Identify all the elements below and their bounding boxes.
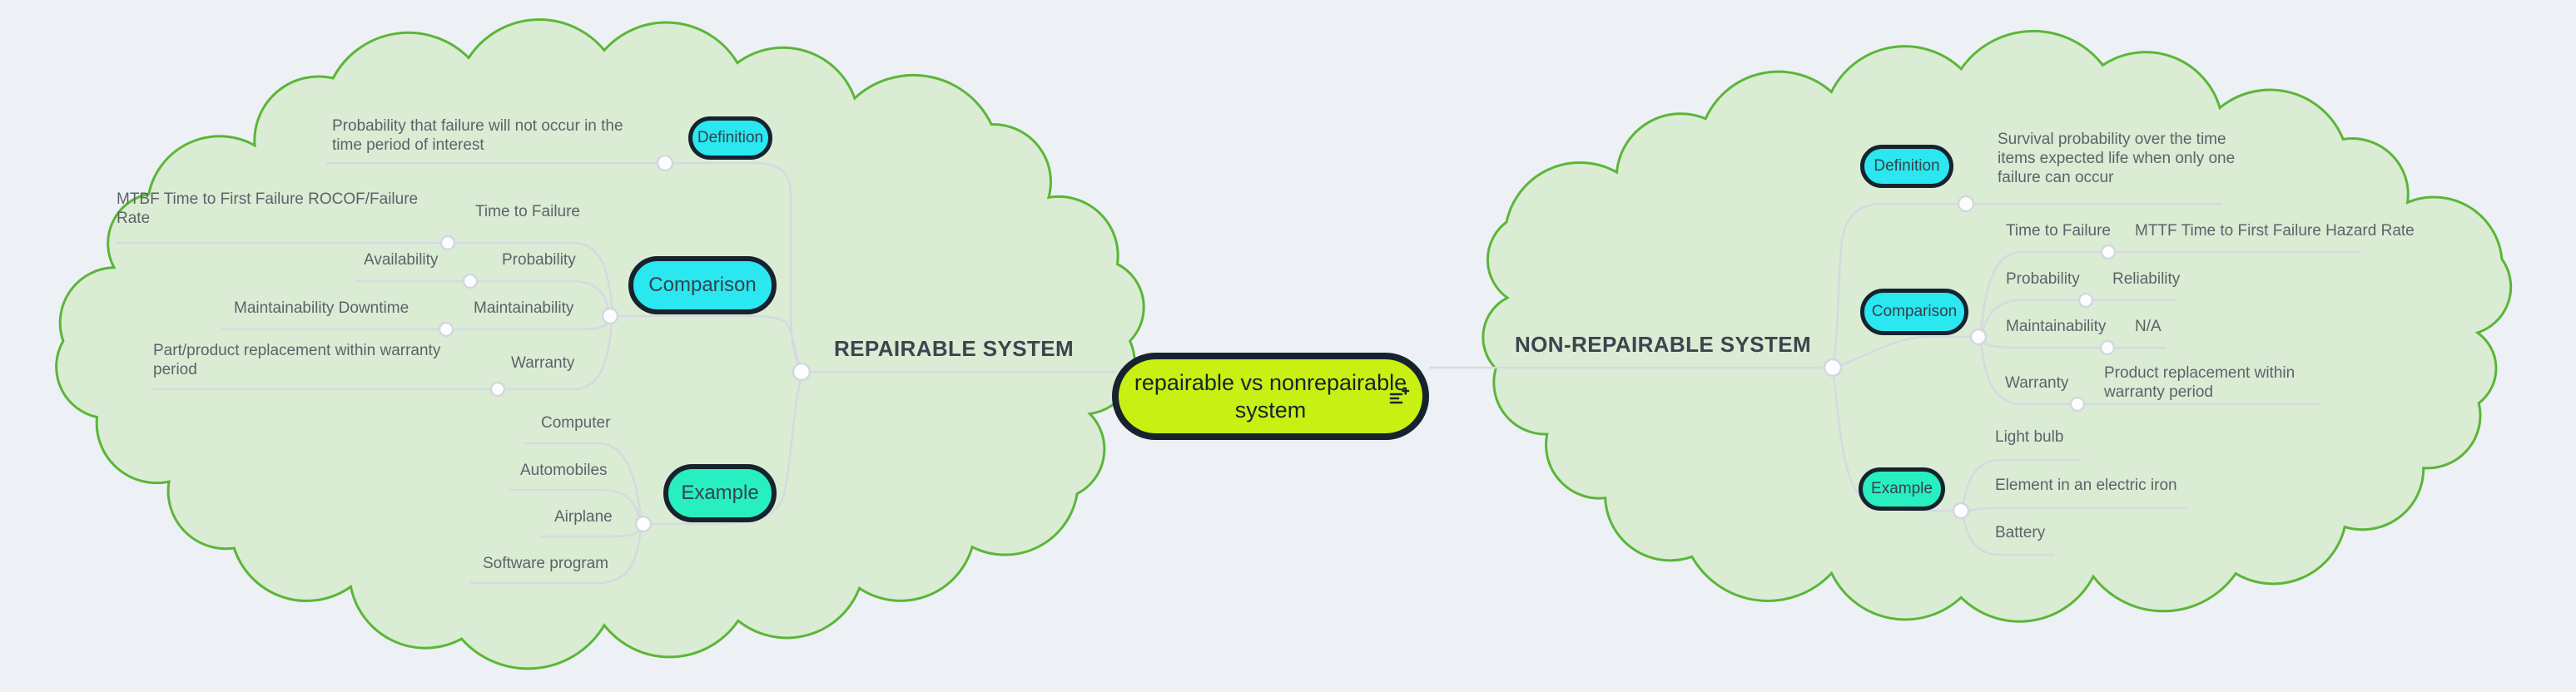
example-item[interactable]: Light bulb [1995,428,2064,446]
right-definition-text[interactable]: Survival probability over the time items… [1998,131,2240,186]
comparison-row-value[interactable]: N/A [2135,318,2162,335]
left-example-pill[interactable]: Example [663,464,777,522]
right-definition-pill[interactable]: Definition [1860,145,1953,188]
comparison-row-attr[interactable]: Time to Failure [2006,222,2111,240]
comparison-row-attr[interactable]: Maintainability [2006,318,2107,335]
example-item[interactable]: Automobiles [520,462,608,479]
comparison-row-attr[interactable]: Warranty [511,354,575,372]
comparison-row-attr[interactable]: Maintainability [474,299,574,317]
junction-dots [438,154,2117,533]
left-definition-text[interactable]: Probability that failure will not occur … [332,117,628,154]
left-definition-pill[interactable]: Definition [688,116,772,160]
example-item[interactable]: Battery [1995,524,2046,541]
central-topic-label: repairable vs nonrepairable system [1134,369,1407,423]
comparison-row-value[interactable]: MTTF Time to First Failure Hazard Rate [2135,222,2415,240]
right-example-pill-label: Example [1871,480,1933,497]
comparison-row-value[interactable]: Part/product replacement within warranty… [153,342,445,378]
comparison-row-attr[interactable]: Probability [2006,270,2080,288]
example-item[interactable]: Element in an electric iron [1995,477,2177,494]
comparison-row-value[interactable]: MTBF Time to First Failure ROCOF/Failure… [117,190,423,227]
left-comparison-pill[interactable]: Comparison [628,256,777,314]
comparison-row-value[interactable]: Reliability [2112,270,2181,288]
left-comparison-pill-label: Comparison [648,274,757,296]
central-topic-node[interactable]: repairable vs nonrepairable system [1112,353,1429,440]
right-example-pill[interactable]: Example [1859,467,1945,511]
right-cloud-shape [1482,29,2513,623]
right-comparison-pill-label: Comparison [1871,303,1958,320]
comparison-row-value[interactable]: Maintainability Downtime [234,299,409,317]
comparison-row-attr[interactable]: Warranty [2005,374,2069,392]
right-comparison-pill[interactable]: Comparison [1860,289,1968,335]
left-cloud-shape [55,18,1145,670]
connector-lines [117,161,2361,585]
comparison-row-value[interactable]: Product replacement within warranty peri… [2104,364,2300,401]
example-item[interactable]: Airplane [554,508,613,526]
comparison-row-attr[interactable]: Probability [502,251,576,269]
comparison-row-value[interactable]: Availability [364,251,439,269]
left-branch-title[interactable]: REPAIRABLE SYSTEM [834,336,1075,361]
comparison-row-attr[interactable]: Time to Failure [475,203,580,220]
left-example-pill-label: Example [681,482,759,504]
notes-plus-icon[interactable] [1386,384,1411,409]
right-definition-pill-label: Definition [1874,157,1940,175]
example-item[interactable]: Software program [483,555,609,572]
right-branch-title[interactable]: NON-REPAIRABLE SYSTEM [1515,332,1812,357]
example-item[interactable]: Computer [541,414,611,432]
left-definition-pill-label: Definition [697,129,764,146]
